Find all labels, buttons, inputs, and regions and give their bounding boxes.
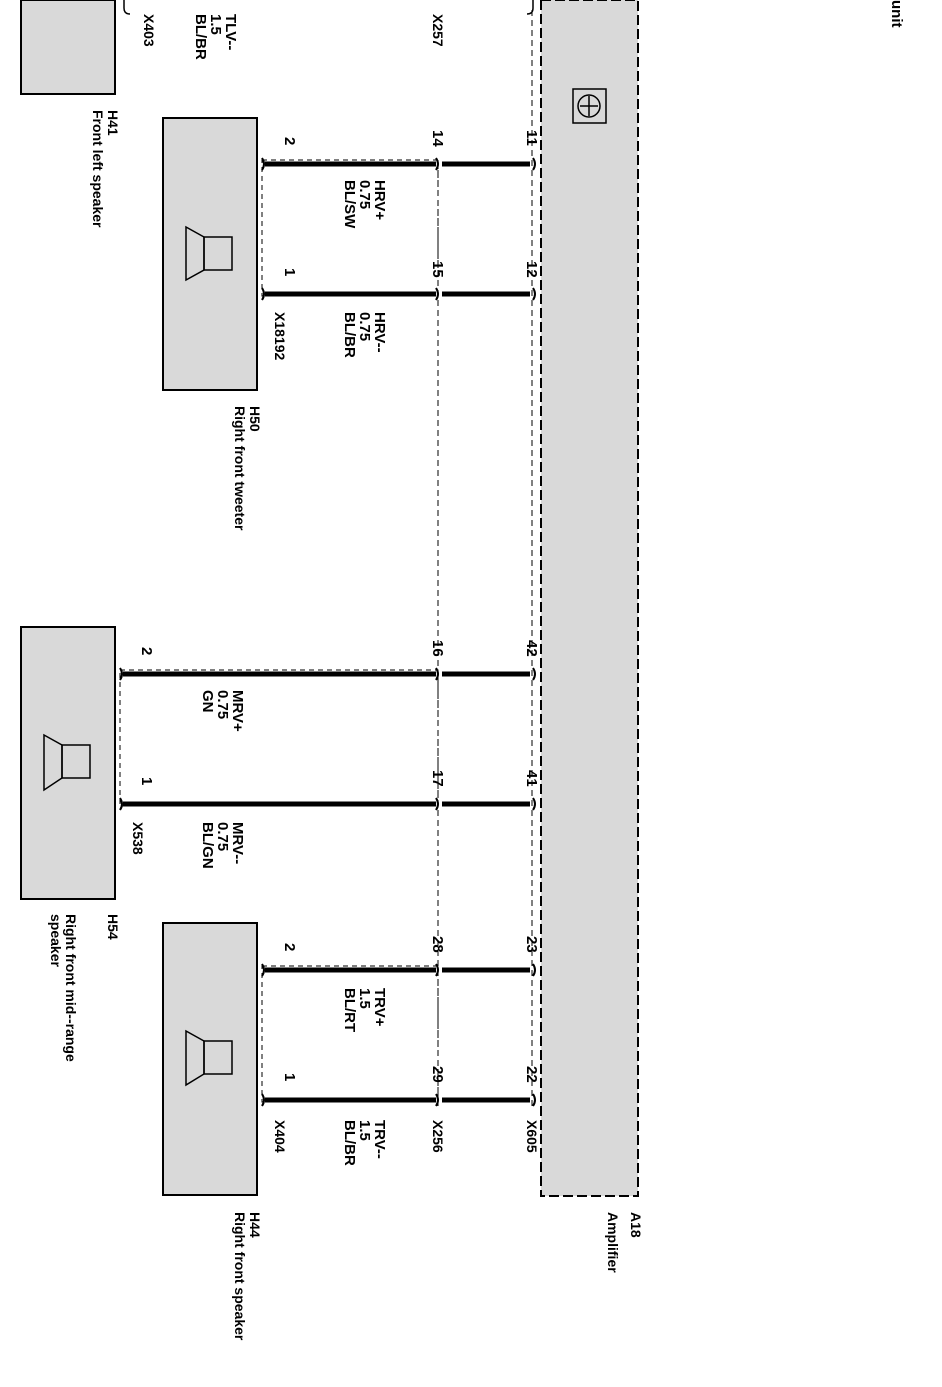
labels: unit TLV-- 1.5 BL/BR X403 X257 H41 Front… [48, 0, 905, 1341]
h50-id: H50 [247, 406, 263, 432]
w5-comp-pin: 2 [281, 943, 298, 951]
top-wire-color: BL/BR [192, 14, 209, 60]
amplifier-id: A18 [628, 1212, 644, 1238]
w5-color: BL/RT [341, 988, 358, 1032]
w2-signal: HRV-- [371, 312, 388, 353]
h54-speaker-icon [43, 733, 91, 792]
w4-gauge: 0.75 [214, 822, 231, 851]
w6-comp-pin: 1 [281, 1073, 298, 1081]
h54-shield [119, 669, 439, 807]
w4-amp-pin: 41 [523, 770, 540, 787]
h54-box [20, 626, 116, 900]
h50-connector: X18192 [272, 312, 288, 360]
h54-connector: X538 [130, 822, 146, 855]
w1-mid-pin: 14 [429, 130, 446, 147]
amplifier-symbol-icon [572, 88, 607, 124]
w5-amp-pin: 23 [523, 936, 540, 953]
w1-color: BL/SW [341, 180, 358, 229]
amplifier-name: Amplifier [605, 1212, 621, 1273]
h44-box [162, 922, 258, 1196]
w4-color: BL/GN [199, 822, 216, 869]
pin-marks [119, 157, 536, 1107]
h44-shield [261, 965, 439, 1103]
w3-color: GN [199, 690, 216, 713]
wires [123, 161, 530, 1103]
w2-comp-pin: 1 [281, 268, 298, 276]
w3-mid-pin: 16 [429, 640, 446, 657]
w2-mid-pin: 15 [429, 261, 446, 278]
w3-gauge: 0.75 [214, 690, 231, 719]
h44-name: Right front speaker [232, 1212, 248, 1341]
h41-name: Front left speaker [90, 110, 106, 228]
w5-mid-pin: 28 [429, 936, 446, 953]
h50-name: Right front tweeter [232, 406, 248, 531]
w4-comp-pin: 1 [138, 777, 155, 785]
h41-box [20, 0, 116, 95]
w6-gauge: 1.5 [356, 1120, 373, 1141]
w6-signal: TRV-- [371, 1120, 388, 1159]
h54-id: H54 [105, 914, 121, 940]
h50-box [162, 117, 258, 391]
top-wire-gauge: 1.5 [207, 14, 224, 35]
amplifier-box [540, 0, 639, 1197]
w2-color: BL/BR [341, 312, 358, 358]
amp-connector: X605 [524, 1120, 540, 1153]
w4-signal: MRV-- [229, 822, 246, 864]
mid-top-connector: X257 [430, 14, 446, 47]
w1-comp-pin: 2 [281, 137, 298, 145]
h54-name-line1: Right front mid--range [63, 914, 79, 1062]
w6-mid-pin: 29 [429, 1066, 446, 1083]
h44-speaker-icon [185, 1029, 233, 1087]
h50-speaker-icon [185, 225, 233, 282]
w3-comp-pin: 2 [138, 647, 155, 655]
h41-id: H41 [105, 110, 121, 136]
w5-gauge: 1.5 [356, 988, 373, 1009]
w4-mid-pin: 17 [429, 770, 446, 787]
w5-signal: TRV+ [371, 988, 388, 1027]
h54-name-line2: speaker [48, 914, 64, 967]
w3-signal: MRV+ [229, 690, 246, 732]
unit-fragment: unit [888, 0, 905, 28]
w1-signal: HRV+ [371, 180, 388, 220]
w1-amp-pin: 11 [523, 130, 540, 146]
w2-gauge: 0.75 [356, 312, 373, 341]
w1-gauge: 0.75 [356, 180, 373, 209]
w6-color: BL/BR [341, 1120, 358, 1166]
h44-connector: X404 [272, 1120, 288, 1153]
h41-connector: X403 [141, 14, 157, 47]
w2-amp-pin: 12 [523, 261, 540, 278]
w6-amp-pin: 22 [523, 1066, 540, 1083]
w3-amp-pin: 42 [523, 640, 540, 657]
mid-connector: X256 [430, 1120, 446, 1153]
top-wire-signal: TLV-- [222, 14, 239, 50]
h44-id: H44 [247, 1212, 263, 1238]
